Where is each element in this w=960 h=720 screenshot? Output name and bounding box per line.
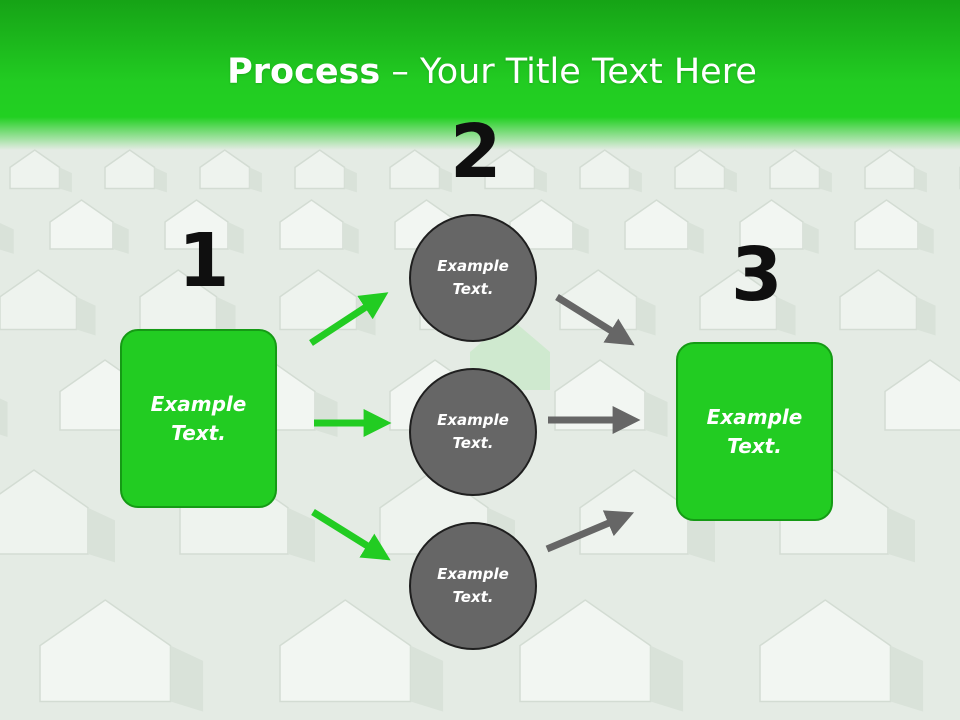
house-shape <box>9 149 72 193</box>
house-shape <box>139 269 236 336</box>
house-shape <box>624 199 704 254</box>
step-2-circle-2-text: Example Text. <box>437 411 509 452</box>
step-1-text: Example Text. <box>150 391 247 445</box>
slide-title: Process – Your Title Text Here <box>0 52 960 92</box>
house-shape <box>104 149 167 193</box>
house-shape <box>389 149 452 193</box>
house-shape <box>864 149 927 193</box>
step-number-2: 2 <box>450 109 502 195</box>
house-shape <box>294 149 357 193</box>
step-number-1: 1 <box>178 218 230 304</box>
step-2-circle-3-text: Example Text. <box>437 565 509 606</box>
title-bold: Process <box>227 52 381 92</box>
house-shape <box>0 469 115 563</box>
house-shape <box>0 222 14 254</box>
arrow-circle-1-to-3 <box>555 294 635 346</box>
house-shape <box>164 199 244 254</box>
arrow-1-to-circle-1 <box>309 292 389 346</box>
house-shape <box>49 199 129 254</box>
step-2-circle-3: Example Text. <box>409 522 537 650</box>
house-shape <box>39 599 204 712</box>
house-shape <box>884 359 960 431</box>
house-shape <box>484 149 547 193</box>
house-shape <box>699 269 796 336</box>
house-shape <box>854 199 934 254</box>
house-shape <box>199 149 262 193</box>
house-shape <box>739 199 819 254</box>
step-2-circle-1-text: Example Text. <box>437 257 509 298</box>
step-number-3: 3 <box>731 232 783 318</box>
title-banner <box>0 0 960 150</box>
house-shape <box>579 149 642 193</box>
step-2-circle-1: Example Text. <box>409 214 537 342</box>
house-shape <box>509 199 589 254</box>
house-shape <box>0 398 8 437</box>
arrow-circle-3-to-3 <box>545 510 635 553</box>
step-3-text: Example Text. <box>706 404 803 458</box>
house-shape <box>0 269 96 336</box>
arrow-1-to-circle-3 <box>311 509 391 561</box>
house-shape <box>769 149 832 193</box>
house-shape <box>519 599 684 712</box>
house-shape <box>279 599 444 712</box>
house-shape <box>674 149 737 193</box>
step-1-box: Example Text. <box>120 329 277 508</box>
step-3-box: Example Text. <box>676 342 833 521</box>
house-shape <box>279 199 359 254</box>
step-2-circle-2: Example Text. <box>409 368 537 496</box>
title-rest: – Your Title Text Here <box>380 52 757 92</box>
house-shape <box>759 599 924 712</box>
house-shape <box>839 269 936 336</box>
